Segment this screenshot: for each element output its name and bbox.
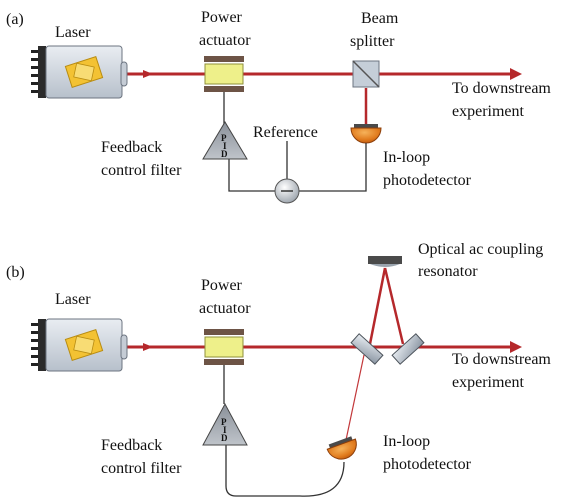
panel-a: (a) Laser Pow <box>6 9 551 204</box>
resonator-label-2: resonator <box>418 263 478 280</box>
resonator-beam-right <box>383 267 405 345</box>
downstream-label-2: experiment <box>452 374 525 391</box>
curved-mirror-icon <box>368 256 402 267</box>
feedback-label-1: Feedback <box>101 437 162 454</box>
panel-a-tag: (a) <box>6 11 24 28</box>
filter-wire <box>228 158 275 192</box>
photodetector-icon <box>326 436 357 460</box>
power-actuator-label-2: actuator <box>199 300 251 317</box>
feedback-label-2: control filter <box>101 162 182 179</box>
beam-splitter-label-2: splitter <box>350 33 395 50</box>
photodetector-label-1: In-loop <box>383 433 430 450</box>
detector-wire <box>299 143 367 192</box>
laser-label: Laser <box>55 291 91 308</box>
power-actuator-label-2: actuator <box>199 32 251 49</box>
panel-b: (b) Laser <box>6 241 551 497</box>
pid-letter-p: P <box>221 133 227 143</box>
pid-filter-icon: P I D <box>202 121 248 160</box>
pid-letter-i: I <box>223 425 227 435</box>
photodetector-label-2: photodetector <box>383 456 472 473</box>
feedback-label-2: control filter <box>101 460 182 477</box>
laser-label: Laser <box>55 24 91 41</box>
beam-splitter-label-1: Beam <box>361 10 399 27</box>
power-actuator-icon <box>204 56 244 92</box>
output-mirror-icon <box>391 333 425 365</box>
photodetector-label-2: photodetector <box>383 172 472 189</box>
photodetector-label-1: In-loop <box>383 149 430 166</box>
feedback-wire <box>225 445 345 497</box>
power-actuator-icon <box>204 329 244 365</box>
reflected-beam <box>345 354 365 441</box>
reference-summing-icon <box>274 178 300 204</box>
pid-letter-d: D <box>221 149 228 159</box>
reference-label: Reference <box>253 124 318 141</box>
panel-b-tag: (b) <box>6 264 25 281</box>
resonator-label-1: Optical ac coupling <box>418 241 543 258</box>
downstream-arrow-icon <box>510 341 522 353</box>
feedback-label-1: Feedback <box>101 139 162 156</box>
pid-letter-i: I <box>223 141 227 151</box>
laser-icon <box>31 318 128 372</box>
power-actuator-label-1: Power <box>201 277 243 294</box>
downstream-label-1: To downstream <box>452 80 551 97</box>
pid-letter-p: P <box>221 417 227 427</box>
downstream-label-1: To downstream <box>452 351 551 368</box>
pid-filter-icon: P I D <box>202 402 248 446</box>
input-mirror-icon <box>350 333 384 365</box>
downstream-label-2: experiment <box>452 103 525 120</box>
laser-icon <box>31 45 128 99</box>
power-actuator-label-1: Power <box>201 9 243 26</box>
pid-letter-d: D <box>221 433 228 443</box>
photodetector-icon <box>350 124 382 144</box>
resonator-beam-left <box>368 267 387 345</box>
beam-arrow-icon <box>143 70 153 78</box>
beam-arrow-icon <box>143 343 153 351</box>
beam-splitter-icon <box>352 60 380 88</box>
downstream-arrow-icon <box>510 68 522 80</box>
